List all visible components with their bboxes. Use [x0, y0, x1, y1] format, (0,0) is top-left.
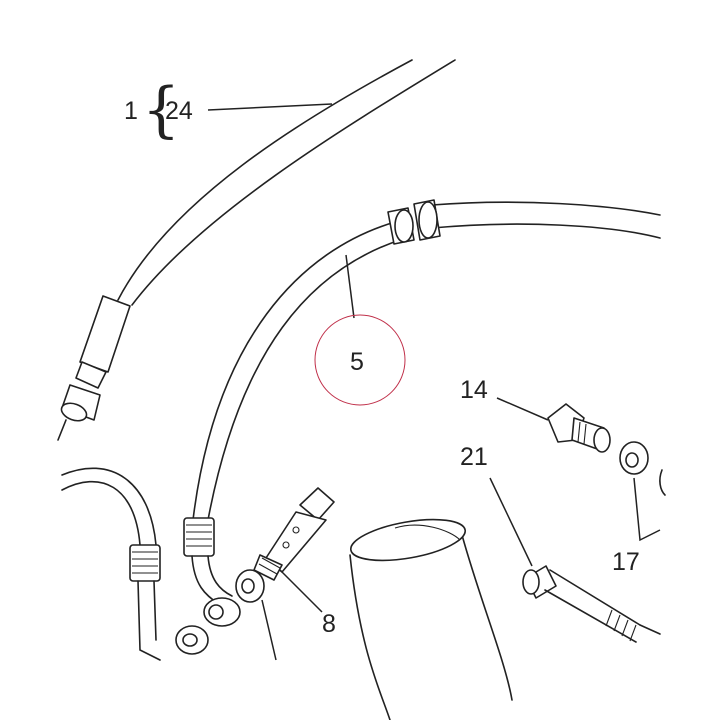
- callout-8: 8: [322, 610, 336, 638]
- highlight-circle: [314, 314, 406, 406]
- leader-8: [279, 569, 323, 613]
- left-lower-hose: [61, 467, 209, 661]
- leader-5: [345, 254, 355, 319]
- leader-21: [489, 477, 533, 567]
- leader-24: [207, 103, 333, 111]
- banjo-washer: [235, 569, 277, 661]
- callout-1: 1: [124, 97, 138, 125]
- callout-14: 14: [460, 376, 488, 404]
- hose-collar: [387, 199, 441, 245]
- leader-14: [496, 397, 549, 421]
- hose-5-crimp-fitting: [183, 517, 241, 627]
- hose-5: [183, 199, 661, 627]
- callout-24: 24: [165, 97, 193, 125]
- callout-21: 21: [460, 443, 488, 471]
- banjo-bolt-8: [253, 487, 335, 581]
- washers-17: [619, 441, 666, 542]
- banjo-bolt-14: [547, 403, 611, 453]
- bolt-21: [522, 565, 661, 643]
- tube-piece: [349, 518, 513, 720]
- callout-5: 5: [350, 348, 364, 376]
- callout-17: 17: [612, 548, 640, 576]
- cable-24: [57, 59, 456, 441]
- callout-brace: {: [142, 75, 180, 145]
